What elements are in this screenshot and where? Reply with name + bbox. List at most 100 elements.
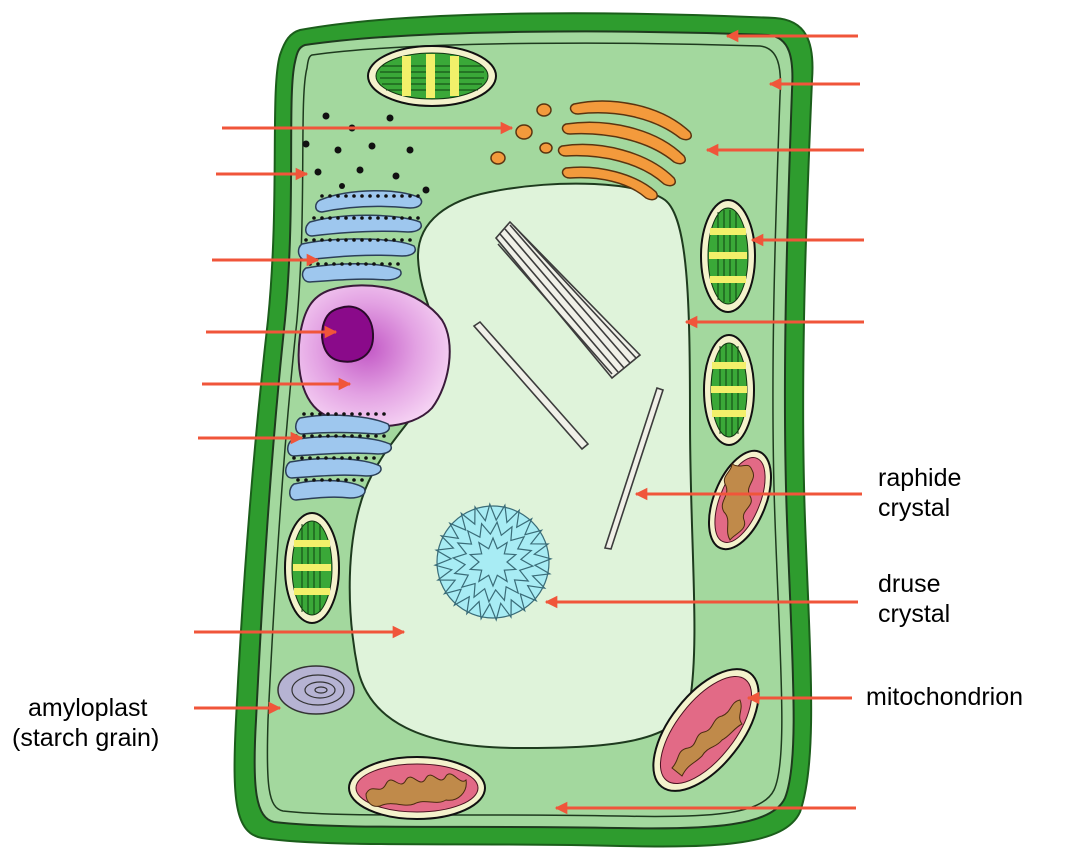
ribosome-dot bbox=[368, 194, 372, 198]
ribosome-dot bbox=[358, 434, 362, 438]
ribosome-dot bbox=[336, 478, 340, 482]
ribosome-dot bbox=[360, 238, 364, 242]
ribosome-dot bbox=[416, 194, 420, 198]
ribosome-dot bbox=[408, 216, 412, 220]
ribosome-dot bbox=[320, 194, 324, 198]
ribosome-dot bbox=[360, 194, 364, 198]
ribosome-dot bbox=[292, 456, 296, 460]
ribosome-dot bbox=[408, 238, 412, 242]
ribosome-dot bbox=[368, 216, 372, 220]
ribosome-dot bbox=[352, 478, 356, 482]
ribosome-dot bbox=[310, 434, 314, 438]
ribosome-dot bbox=[360, 216, 364, 220]
ribosome-dot bbox=[352, 238, 356, 242]
ribosome-dot bbox=[396, 262, 400, 266]
ribosome-dot bbox=[316, 262, 320, 266]
ribosome-dot bbox=[312, 478, 316, 482]
ribosome-dot bbox=[384, 238, 388, 242]
chloroplast-left bbox=[285, 513, 339, 623]
ribosome-dot bbox=[364, 262, 368, 266]
mitochondrion-bottom bbox=[349, 757, 485, 819]
ribosome-dot bbox=[310, 412, 314, 416]
label-raphide-line1: raphide bbox=[878, 464, 961, 492]
label-raphide-line2: crystal bbox=[878, 494, 950, 522]
ribosome-dot bbox=[350, 434, 354, 438]
ribosome-dot bbox=[400, 238, 404, 242]
ribosome-dot bbox=[366, 412, 370, 416]
ribosome-dot bbox=[348, 456, 352, 460]
ribosome-dot bbox=[334, 412, 338, 416]
ribosome-dot bbox=[382, 434, 386, 438]
label-druse-line1: druse bbox=[878, 570, 941, 598]
ribosome-dot bbox=[324, 456, 328, 460]
ribosome-dot bbox=[318, 412, 322, 416]
label-mitochondrion: mitochondrion bbox=[866, 683, 1023, 711]
ribosome-dot bbox=[400, 194, 404, 198]
ribosome-dot bbox=[392, 216, 396, 220]
ribosome-dot bbox=[320, 216, 324, 220]
ribosome-dot bbox=[356, 456, 360, 460]
ribosome-dot bbox=[316, 456, 320, 460]
ribosome-dot bbox=[388, 262, 392, 266]
ribosome-dot bbox=[336, 216, 340, 220]
ribosome-dot bbox=[366, 434, 370, 438]
ribosome-dot bbox=[376, 238, 380, 242]
ribosome-dot bbox=[332, 262, 336, 266]
ribosome-dot bbox=[416, 216, 420, 220]
ribosome-dot bbox=[324, 262, 328, 266]
ribosome-dot bbox=[334, 434, 338, 438]
ribosome-dot bbox=[408, 194, 412, 198]
ribosome-dot bbox=[304, 238, 308, 242]
ribosome-dot bbox=[392, 194, 396, 198]
ribosome-dot bbox=[344, 194, 348, 198]
label-druse-line2: crystal bbox=[878, 600, 950, 628]
ribosome-dot bbox=[302, 434, 306, 438]
ribosome-dot bbox=[350, 412, 354, 416]
ribosome-dot bbox=[376, 194, 380, 198]
ribosome-dot bbox=[344, 216, 348, 220]
ribosome-dot bbox=[336, 238, 340, 242]
ribosome-dot bbox=[340, 262, 344, 266]
ribosome-dot bbox=[384, 216, 388, 220]
ribosome-dot bbox=[308, 456, 312, 460]
ribosome-dot bbox=[304, 478, 308, 482]
ribosome-dot bbox=[400, 216, 404, 220]
ribosome-dot bbox=[374, 412, 378, 416]
ribosome-dot bbox=[332, 456, 336, 460]
amyloplast bbox=[278, 666, 354, 714]
ribosome-dot bbox=[320, 238, 324, 242]
label-amyloplast-line1: amyloplast bbox=[28, 694, 148, 722]
nucleus bbox=[299, 285, 450, 426]
nucleolus bbox=[322, 307, 373, 362]
ribosome-dot bbox=[344, 238, 348, 242]
ribosome-dot bbox=[384, 194, 388, 198]
ribosome-dot bbox=[348, 262, 352, 266]
ribosome-dot bbox=[364, 456, 368, 460]
ribosome-dot bbox=[326, 412, 330, 416]
ribosome-dot bbox=[300, 456, 304, 460]
ribosome-dot bbox=[356, 262, 360, 266]
ribosome-dot bbox=[376, 216, 380, 220]
ribosome-dot bbox=[368, 238, 372, 242]
ribosome-dot bbox=[340, 456, 344, 460]
ribosome-dot bbox=[328, 238, 332, 242]
chloroplast-top bbox=[368, 46, 496, 106]
ribosome-dot bbox=[312, 238, 316, 242]
ribosome-dot bbox=[380, 262, 384, 266]
ribosome-dot bbox=[344, 478, 348, 482]
ribosome-dot bbox=[296, 478, 300, 482]
ribosome-dot bbox=[382, 412, 386, 416]
ribosome-dot bbox=[318, 434, 322, 438]
ribosome-dot bbox=[374, 434, 378, 438]
chloroplast-right-2 bbox=[704, 335, 754, 445]
ribosome-dot bbox=[372, 456, 376, 460]
ribosome-dot bbox=[342, 412, 346, 416]
ribosome-dot bbox=[328, 194, 332, 198]
ribosome-dot bbox=[352, 216, 356, 220]
ribosome-dot bbox=[320, 478, 324, 482]
ribosome-dot bbox=[326, 434, 330, 438]
ribosome-dot bbox=[372, 262, 376, 266]
ribosome-dot bbox=[360, 478, 364, 482]
ribosome-dot bbox=[328, 216, 332, 220]
